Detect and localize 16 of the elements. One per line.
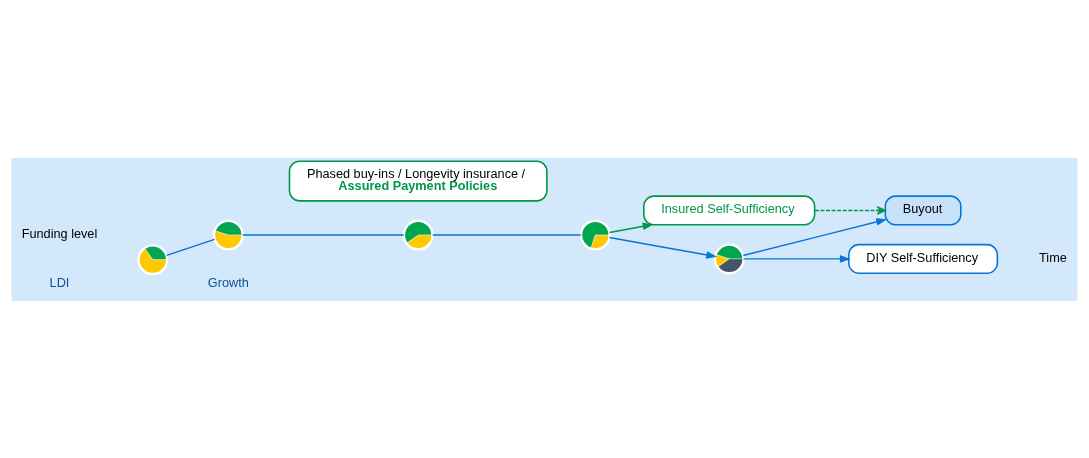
node-box: Insured Self-Sufficiency [643, 194, 816, 226]
label: Time [1039, 249, 1067, 265]
connector [165, 238, 216, 256]
arrow [608, 222, 654, 233]
label: Funding level [21, 225, 98, 241]
node-box: DIY Self-Sufficiency [847, 243, 999, 274]
arrow [608, 236, 718, 259]
node-box: Phased buy-ins / Longevity insurance / Assured Payment Policies [288, 159, 548, 202]
arrow [742, 254, 851, 263]
node-box: Buyout [884, 194, 962, 226]
arrow [742, 217, 888, 256]
connector [432, 233, 582, 236]
arrow [814, 205, 886, 215]
label: Growth [207, 274, 249, 290]
label: LDI [49, 274, 70, 290]
connector [241, 233, 405, 236]
